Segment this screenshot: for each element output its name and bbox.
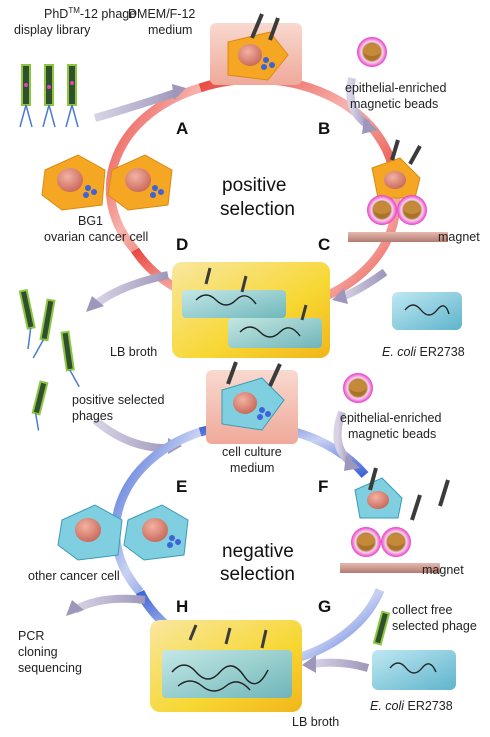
beads-top-label: epithelial-enriched bbox=[345, 81, 447, 95]
lb-broth-top-label: LB broth bbox=[110, 345, 157, 359]
bg1-cells bbox=[41, 154, 173, 211]
step-letters: A B C D E F G H bbox=[176, 119, 331, 616]
bead-bottom-icon bbox=[343, 373, 373, 403]
step-letter-a: A bbox=[176, 119, 188, 138]
step-letter-e: E bbox=[176, 477, 187, 496]
cell-culture-label: cell culture bbox=[222, 445, 282, 459]
collect-label: collect free bbox=[392, 603, 452, 617]
positive-selection-title-line2: selection bbox=[220, 199, 295, 220]
lb-broth-flask-bottom bbox=[150, 620, 302, 712]
beads-bottom-label: epithelial-enriched bbox=[340, 411, 442, 425]
magnet-top-label: magnet bbox=[438, 230, 480, 244]
negative-selection-title-line2: selection bbox=[220, 564, 295, 585]
cell-culture-box bbox=[206, 361, 298, 444]
library-to-a-arrow bbox=[93, 88, 180, 122]
flask-to-pcr-arrow bbox=[72, 594, 146, 614]
negative-selection-title: negative bbox=[222, 541, 294, 562]
pcr-label-line2: cloning bbox=[18, 645, 58, 659]
cell-culture-label-line2: medium bbox=[230, 461, 274, 475]
other-cancer-cells bbox=[57, 504, 189, 561]
step-letter-h: H bbox=[176, 597, 188, 616]
step-letter-c: C bbox=[318, 235, 330, 254]
pcr-label: PCR bbox=[18, 629, 44, 643]
positive-selection-title: positive bbox=[222, 175, 286, 196]
flask-to-phages-arrow bbox=[92, 271, 169, 309]
beads-top-label-line2: magnetic beads bbox=[350, 97, 438, 111]
bg1-label-line2: ovarian cancer cell bbox=[44, 230, 148, 244]
lb-broth-bottom-label: LB broth bbox=[292, 715, 339, 729]
step-letter-f: F bbox=[318, 477, 328, 496]
library-label-line2: display library bbox=[14, 23, 91, 37]
magnet-bottom-label: magnet bbox=[422, 563, 464, 577]
magnet-bar-top bbox=[348, 232, 448, 242]
ecoli-dish-top bbox=[392, 292, 462, 330]
dmem-label-line2: medium bbox=[148, 23, 192, 37]
ecoli-to-flask-arrow-bottom bbox=[311, 658, 370, 672]
bg1-label: BG1 bbox=[78, 214, 103, 228]
pcr-label-line3: sequencing bbox=[18, 661, 82, 675]
eluted-phages bbox=[18, 288, 80, 431]
library-label: PhDTM-12 phage bbox=[44, 6, 136, 21]
bead-bound-cell-bottom bbox=[351, 477, 411, 557]
dmem-medium-box bbox=[210, 13, 302, 85]
ecoli-top-label: E. coli ER2738 bbox=[382, 345, 465, 359]
other-cancer-label: other cancer cell bbox=[28, 569, 120, 583]
dmem-label: DMEM/F-12 bbox=[128, 7, 195, 21]
lb-broth-flask-top bbox=[172, 262, 330, 358]
step-letter-d: D bbox=[176, 235, 188, 254]
bead-bound-cell-top bbox=[367, 139, 427, 225]
free-phages-bottom bbox=[368, 467, 450, 521]
phage-library bbox=[19, 64, 79, 128]
step-letter-b: B bbox=[318, 119, 330, 138]
bead-top-icon bbox=[357, 37, 387, 67]
positive-phages-label: positive selected bbox=[72, 393, 164, 407]
beads-bottom-label-line2: magnetic beads bbox=[348, 427, 436, 441]
collect-label-line2: selected phage bbox=[392, 619, 477, 633]
positive-phages-label-line2: phages bbox=[72, 409, 113, 423]
collected-phage bbox=[372, 610, 391, 646]
magnet-bar-bottom bbox=[340, 563, 440, 573]
step-letter-g: G bbox=[318, 597, 331, 616]
phages-to-e-arrow bbox=[92, 416, 173, 453]
labels: PhDTM-12 phage display library DMEM/F-12… bbox=[14, 6, 480, 729]
ecoli-bottom-label: E. coli ER2738 bbox=[370, 699, 453, 713]
ecoli-dish-bottom bbox=[372, 650, 456, 690]
